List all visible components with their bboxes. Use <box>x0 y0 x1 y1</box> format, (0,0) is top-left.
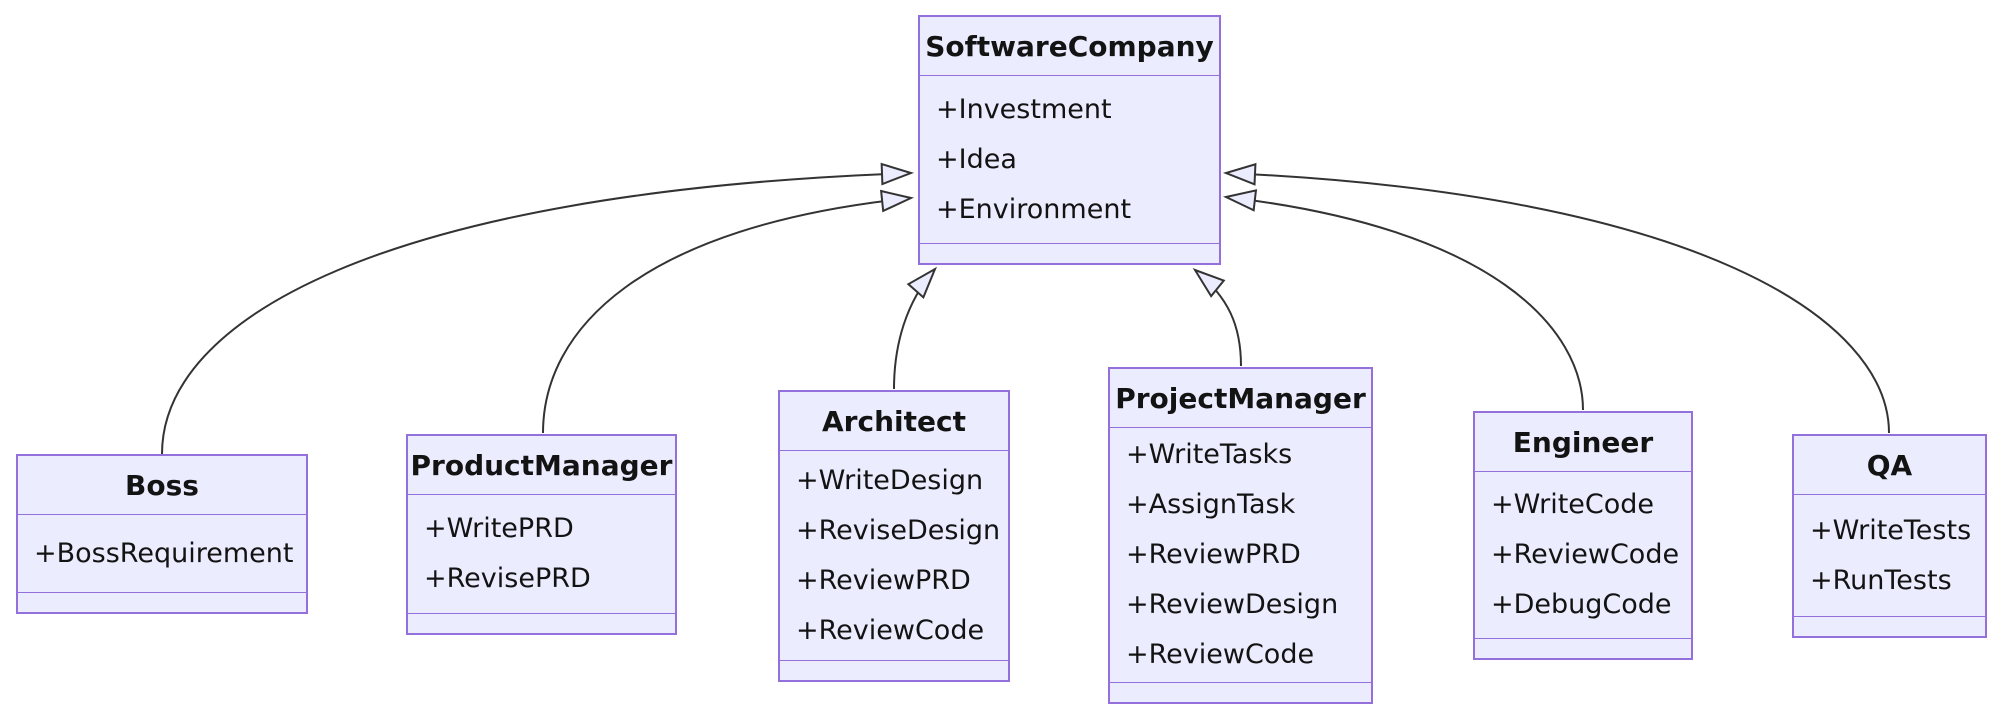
class-methods-empty-section <box>1475 639 1691 658</box>
class-attributes-section: +Investment +Idea +Environment <box>920 76 1219 244</box>
class-methods-empty-section <box>18 593 306 612</box>
class-title: SoftwareCompany <box>920 17 1219 76</box>
class-attributes-section: +BossRequirement <box>18 515 306 593</box>
class-methods-empty-section <box>780 661 1008 680</box>
class-node-productmanager: ProductManager +WritePRD +RevisePRD <box>406 434 677 635</box>
class-attribute: +ReviewDesign <box>1126 589 1339 620</box>
edge-engineer-to-softwarecompany <box>1226 197 1584 411</box>
class-attribute: +ReviewCode <box>796 614 985 646</box>
class-attribute: +WriteDesign <box>796 464 984 496</box>
class-methods-empty-section <box>920 244 1219 263</box>
class-node-projectmanager: ProjectManager +WriteTasks +AssignTask +… <box>1108 367 1373 704</box>
class-attributes-section: +WriteDesign +ReviseDesign +ReviewPRD +R… <box>780 451 1008 661</box>
class-attribute: +Investment <box>936 93 1112 125</box>
class-node-qa: QA +WriteTests +RunTests <box>1792 434 1987 638</box>
class-attribute: +ReviewPRD <box>796 564 971 596</box>
class-attribute: +ReviewCode <box>1491 539 1680 570</box>
class-attribute: +WriteTasks <box>1126 439 1293 470</box>
class-attribute: +BossRequirement <box>34 537 294 569</box>
class-attributes-section: +WriteTests +RunTests <box>1794 495 1985 617</box>
class-title: Architect <box>780 392 1008 451</box>
class-attributes-section: +WritePRD +RevisePRD <box>408 495 675 614</box>
class-node-architect: Architect +WriteDesign +ReviseDesign +Re… <box>778 390 1010 682</box>
class-attribute: +WritePRD <box>424 513 574 544</box>
class-title: Boss <box>18 456 306 515</box>
edge-productmanager-to-softwarecompany <box>542 198 911 434</box>
class-methods-empty-section <box>1110 683 1371 702</box>
class-methods-empty-section <box>408 614 675 633</box>
class-attribute: +ReviseDesign <box>796 514 1001 546</box>
class-title: Engineer <box>1475 413 1691 472</box>
edge-qa-to-softwarecompany <box>1226 173 1890 434</box>
class-attributes-section: +WriteCode +ReviewCode +DebugCode <box>1475 472 1691 639</box>
class-title: QA <box>1794 436 1985 495</box>
class-attribute: +RevisePRD <box>424 563 591 594</box>
class-attribute: +Environment <box>936 193 1132 225</box>
class-attribute: +WriteCode <box>1491 489 1655 520</box>
edge-architect-to-softwarecompany <box>893 269 935 390</box>
class-attribute: +DebugCode <box>1491 589 1672 620</box>
class-attributes-section: +WriteTasks +AssignTask +ReviewPRD +Revi… <box>1110 428 1371 683</box>
class-attribute: +RunTests <box>1810 564 1952 596</box>
class-attribute: +ReviewPRD <box>1126 539 1301 570</box>
class-node-softwarecompany: SoftwareCompany +Investment +Idea +Envir… <box>918 15 1221 265</box>
class-title: ProductManager <box>408 436 675 495</box>
class-node-engineer: Engineer +WriteCode +ReviewCode +DebugCo… <box>1473 411 1693 660</box>
class-title: ProjectManager <box>1110 369 1371 428</box>
edge-projectmanager-to-softwarecompany <box>1195 270 1242 367</box>
class-attribute: +WriteTests <box>1810 514 1972 546</box>
class-attribute: +ReviewCode <box>1126 639 1315 670</box>
class-methods-empty-section <box>1794 617 1985 636</box>
edge-boss-to-softwarecompany <box>161 173 911 455</box>
class-node-boss: Boss +BossRequirement <box>16 454 308 614</box>
class-attribute: +AssignTask <box>1126 489 1296 520</box>
class-attribute: +Idea <box>936 143 1017 175</box>
